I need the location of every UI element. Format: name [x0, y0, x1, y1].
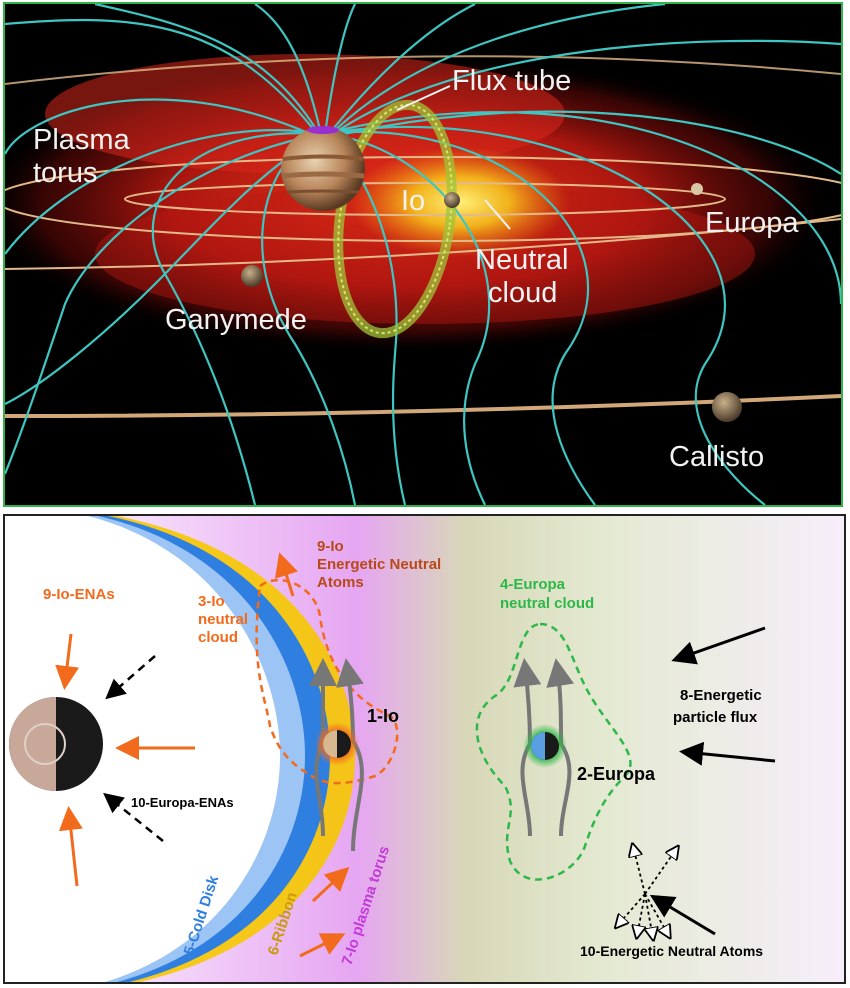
io-neutral-label-line1: 3-Io — [198, 593, 225, 610]
ena-burst-arrow — [637, 893, 645, 936]
io-ena-arrow — [59, 806, 83, 887]
europa-neutral-cloud-outline — [475, 622, 632, 881]
ribbon-arrow — [299, 933, 346, 958]
jupiter-band — [286, 189, 360, 194]
jupiter-aurora-ring — [24, 723, 66, 765]
ena-burst-arrow — [645, 893, 653, 938]
io-moon-label: 1-Io — [367, 706, 399, 726]
field-line — [332, 39, 841, 135]
field-line — [5, 132, 324, 475]
jupiter-planet — [281, 126, 365, 211]
plasma-torus-label-line2: torus — [33, 157, 97, 189]
field-line — [94, 4, 320, 135]
jupiter-magnetosphere-panel: Flux tube Plasma torus Io Europa Neutral… — [3, 2, 843, 507]
europa-moon — [523, 724, 567, 768]
jupiter-band — [281, 171, 365, 179]
particle-flux-arrow — [649, 894, 716, 936]
io-moon — [444, 192, 460, 208]
jupiter-aurora — [307, 126, 339, 134]
flux-tube-leader — [396, 85, 451, 111]
europa-neutral-label-line1: 4-Europa — [500, 576, 566, 593]
field-line — [322, 125, 766, 505]
europa-ena-arrow — [103, 792, 164, 842]
europa-ena-arrow — [105, 655, 156, 700]
io-energetic-atoms-arrow — [274, 552, 298, 597]
neutral-cloud-leader — [484, 199, 511, 230]
io-label: Io — [401, 185, 425, 217]
jupiter-planet — [9, 697, 103, 791]
jupiter-band — [282, 154, 364, 161]
io-energetic-label-line3: Atoms — [317, 574, 364, 591]
field-line — [5, 129, 324, 255]
particle-flux-label-line1: 8-Energetic — [680, 687, 762, 704]
io-ena-arrow — [55, 633, 80, 690]
particle-flux-label-line2: particle flux — [673, 709, 758, 726]
io-enas-label: 9-Io-ENAs — [43, 586, 115, 603]
europa-moon — [691, 183, 703, 195]
jupiter-day-side — [9, 697, 56, 791]
energetic-neutral-atoms-burst — [617, 846, 677, 938]
field-line — [322, 132, 491, 505]
europa-neutral-label-line2: neutral cloud — [500, 595, 594, 612]
ena-burst-arrow — [617, 893, 646, 926]
schematic-illustration: 9-Io-ENAs 9-Io Energetic Neutral Atoms 3… — [5, 516, 844, 982]
flux-tube-label: Flux tube — [452, 65, 571, 97]
ena-burst-arrow — [633, 846, 646, 895]
io-moon — [315, 722, 359, 766]
field-line — [5, 18, 318, 135]
ribbon-arrow — [311, 866, 350, 903]
flux-tube-texture — [337, 103, 453, 335]
field-line — [5, 133, 324, 405]
ena-burst-arrow — [644, 893, 669, 936]
field-line — [5, 98, 316, 155]
europa-orbit — [5, 156, 841, 242]
plasma-torus-label-line1: Plasma — [33, 124, 131, 156]
io-neutral-label-line2: neutral — [198, 611, 248, 628]
europa-enas-label: 10-Europa-ENAs — [131, 795, 234, 810]
particle-flux-arrow — [679, 741, 776, 766]
io-energetic-label-line2: Energetic Neutral — [317, 556, 441, 573]
europa-ena-arrows — [103, 655, 164, 842]
neutral-cloud-label-line2: cloud — [488, 277, 557, 309]
magnetosphere-illustration: Flux tube Plasma torus Io Europa Neutral… — [5, 4, 841, 505]
io-ena-arrows — [55, 633, 195, 887]
neutral-cloud-label-line1: Neutral — [475, 244, 569, 276]
europa-label: Europa — [705, 207, 799, 239]
particle-flux-arrows — [649, 626, 776, 936]
field-line — [323, 4, 356, 135]
jupiter-body — [281, 127, 365, 211]
callisto-moon — [712, 392, 742, 422]
io-neutral-cloud-outline — [255, 578, 399, 785]
io-europa-schematic-panel: 9-Io-ENAs 9-Io Energetic Neutral Atoms 3… — [3, 514, 846, 984]
field-line — [151, 132, 324, 505]
io-energetic-label-line1: 9-Io — [317, 538, 344, 555]
ganymede-moon — [241, 265, 263, 287]
europa-day-side — [531, 732, 545, 760]
field-line — [330, 4, 666, 135]
energetic-neutral-atoms-label: 10-Energetic Neutral Atoms — [580, 943, 763, 959]
field-line — [322, 111, 841, 305]
field-line — [254, 4, 323, 135]
ganymede-label: Ganymede — [165, 304, 307, 336]
io-orbit — [124, 182, 726, 216]
io-neutral-label-line3: cloud — [198, 629, 238, 646]
outer-orbit — [5, 55, 841, 85]
callisto-label: Callisto — [669, 441, 764, 473]
europa-moon-label: 2-Europa — [577, 764, 656, 784]
ganymede-orbit — [5, 218, 841, 270]
field-line — [328, 4, 476, 135]
io-day-side — [323, 730, 337, 758]
particle-flux-arrow — [671, 626, 766, 665]
